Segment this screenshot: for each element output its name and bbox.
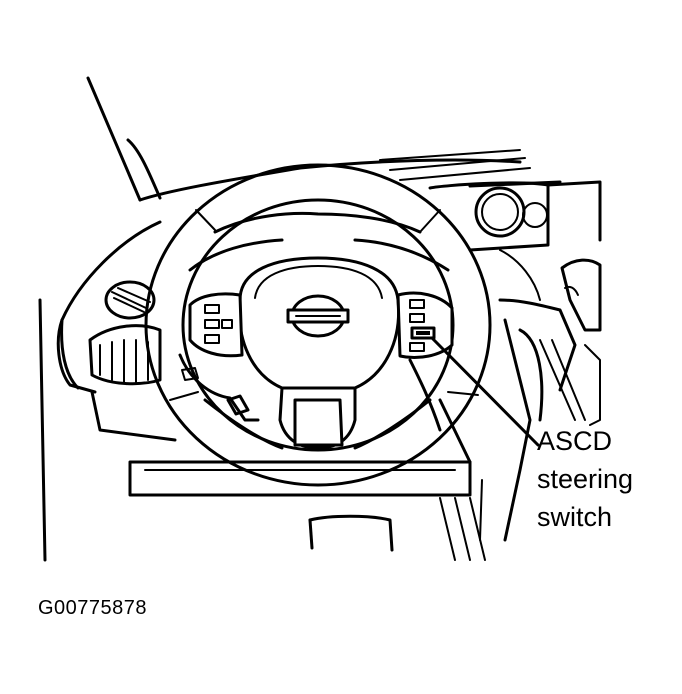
left-switch-cluster — [188, 292, 244, 358]
dashboard-top — [126, 138, 562, 200]
door-edge — [38, 298, 47, 562]
ascd-steering-switch-label: ASCD steering switch — [537, 422, 633, 536]
wheel-rim-outer — [144, 163, 492, 487]
steering-column — [178, 353, 442, 432]
ascd-switch-cluster — [396, 291, 454, 360]
nissan-emblem — [286, 294, 350, 338]
callout-line-1: ASCD — [537, 426, 613, 456]
right-stalk — [560, 258, 602, 426]
center-round-vent — [474, 186, 526, 238]
callout-line-3: switch — [537, 502, 613, 532]
left-dash-panel — [56, 220, 162, 394]
center-stack — [428, 180, 602, 542]
steering-wheel — [144, 163, 492, 487]
figure-id: G00775878 — [38, 597, 148, 619]
callout-line-2: steering — [537, 464, 634, 494]
lower-dash — [90, 390, 486, 561]
callout-leader-line — [430, 336, 540, 447]
